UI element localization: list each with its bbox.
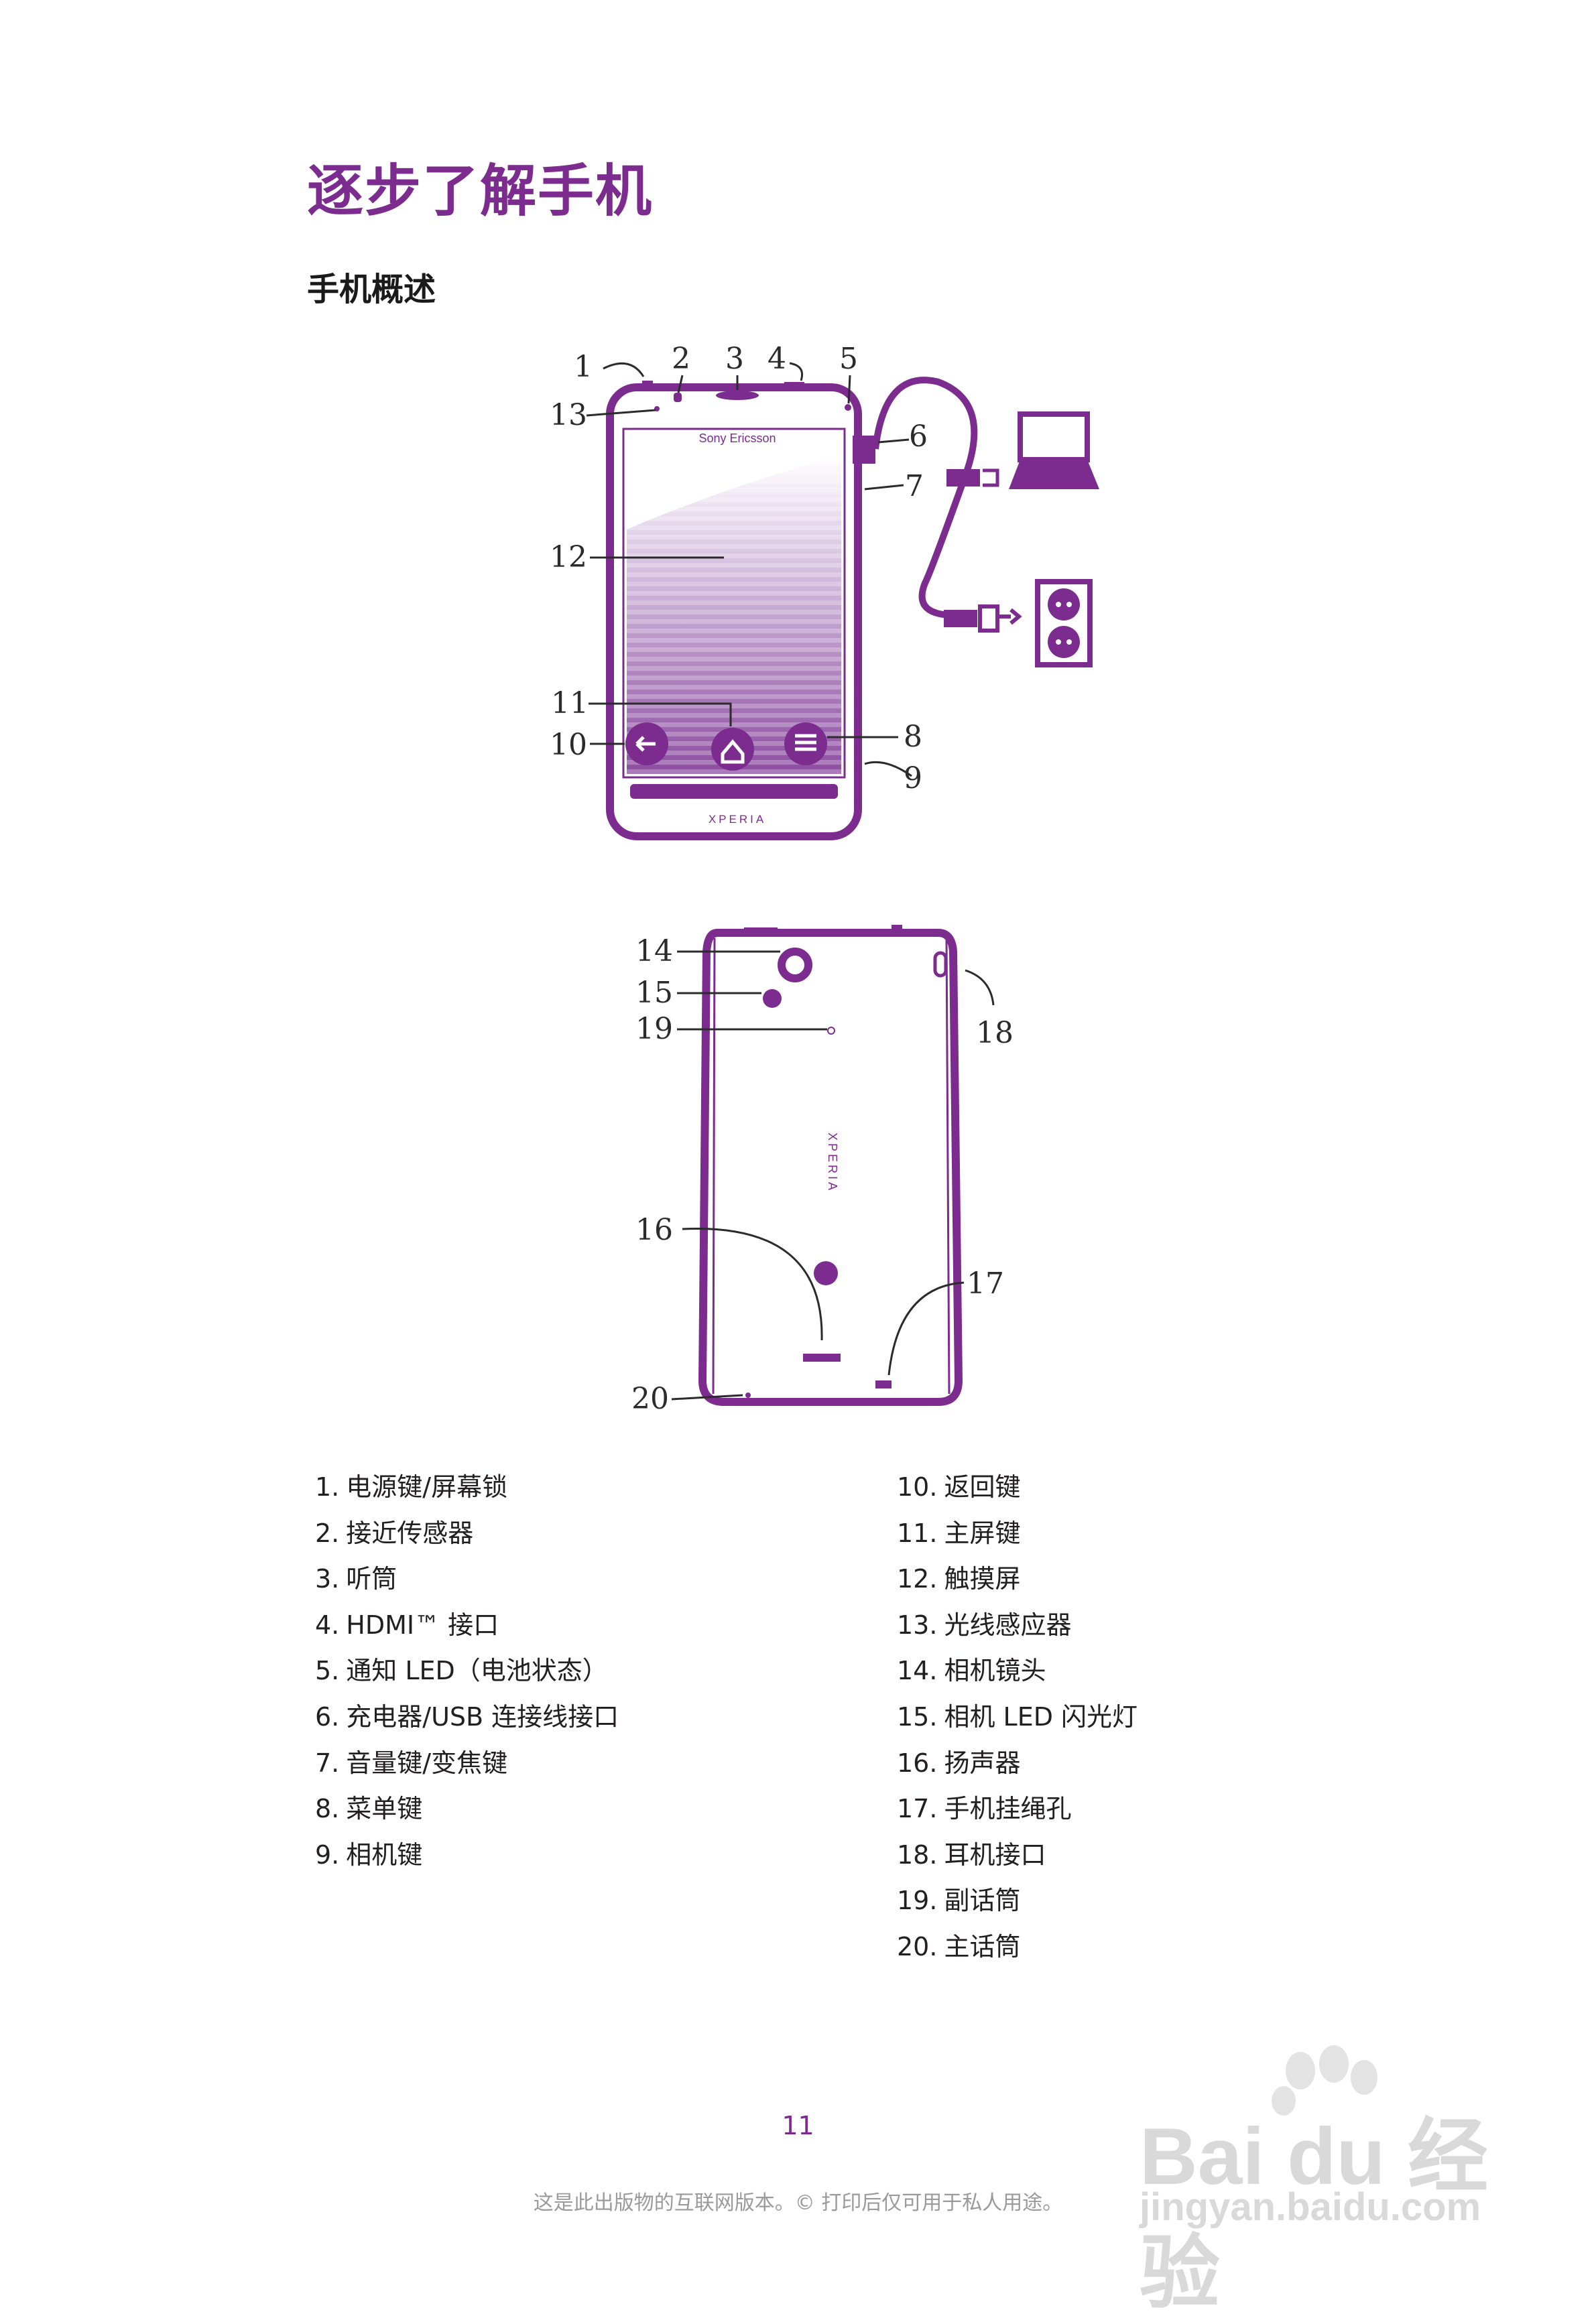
back-key [625, 722, 668, 765]
callout-14: 14 [635, 934, 673, 968]
camera-lens [778, 948, 812, 982]
callout-9: 9 [904, 761, 922, 795]
front-brand-label: Sony Ericsson [698, 432, 776, 445]
notification-led [845, 404, 851, 411]
legend-item: 12.触摸屏 [897, 1564, 1021, 1594]
legend-item: 15.相机 LED 闪光灯 [897, 1701, 1138, 1732]
callout-18: 18 [976, 1016, 1014, 1050]
callout-2: 2 [672, 342, 690, 376]
callout-19: 19 [635, 1012, 673, 1046]
callout-5: 5 [839, 342, 858, 376]
legend-item: 11.主屏键 [897, 1518, 1021, 1548]
paw-icon [1272, 2045, 1377, 2116]
section-heading: 手机概述 [307, 271, 436, 308]
front-model-label: XPERIA [709, 813, 766, 826]
legend-item: 9.相机键 [315, 1839, 423, 1870]
callout-17: 17 [967, 1267, 1004, 1301]
leader-lines-back [671, 950, 995, 1401]
legend-right: 10.返回键 11.主屏键 12.触摸屏 13.光线感应器 14.相机镜头 15… [897, 1464, 1138, 1970]
usb-connector-charger [944, 610, 977, 627]
legend-item: 18.耳机接口 [897, 1839, 1046, 1870]
legend-item: 2.接近传感器 [315, 1518, 474, 1548]
callout-11: 11 [551, 686, 589, 720]
strap-hole [875, 1380, 892, 1389]
laptop-icon [1009, 411, 1099, 489]
brand-logo [814, 1261, 838, 1285]
callout-7: 7 [905, 469, 924, 503]
legend-item: 4.HDMI™ 接口 [315, 1610, 499, 1640]
page-title: 逐步了解手机 [307, 158, 654, 224]
callout-15: 15 [635, 976, 673, 1010]
legend-item: 17.手机挂绳孔 [897, 1794, 1072, 1824]
power-key [642, 381, 653, 390]
phone-back-body [698, 925, 963, 1406]
watermark-url: jingyan.baidu.com [1140, 2185, 1481, 2229]
legend-item: 8.菜单键 [315, 1794, 423, 1824]
phone-back-diagram: XPERIA 14 15 19 18 16 17 20 [631, 925, 1014, 1416]
usb-port [853, 436, 875, 464]
callout-6: 6 [909, 419, 928, 454]
callout-16: 16 [635, 1213, 673, 1247]
hdmi-port [784, 382, 804, 387]
callout-20: 20 [631, 1382, 669, 1416]
legend-item: 1.电源键/屏幕锁 [315, 1472, 508, 1502]
headset-jack [933, 951, 948, 978]
legend-item: 5.通知 LED（电池状态） [315, 1656, 608, 1686]
page-number: 11 [782, 2111, 814, 2140]
camera-flash [763, 989, 782, 1008]
phone-front-body [606, 383, 862, 840]
phone-front-diagram: Sony Ericsson XPERIA [550, 342, 1099, 840]
usb-cable [872, 377, 978, 619]
legend-item: 19.副话筒 [897, 1886, 1021, 1916]
callout-3: 3 [725, 342, 744, 376]
legend-item: 10.返回键 [897, 1472, 1021, 1502]
home-key [711, 728, 754, 771]
legend-item: 13.光线感应器 [897, 1610, 1072, 1640]
wall-socket-icon [1035, 579, 1093, 667]
proximity-sensor [674, 393, 682, 402]
hardware-key-bar [630, 784, 838, 799]
footer-note: 这是此出版物的互联网版本。© 打印后仅可用于私人用途。 [533, 2191, 1063, 2215]
loudspeaker [803, 1354, 841, 1362]
legend-item: 7.音量键/变焦键 [315, 1748, 508, 1778]
secondary-mic [827, 1027, 835, 1035]
ear-speaker [716, 391, 759, 400]
main-mic [745, 1393, 751, 1398]
legend-left: 1.电源键/屏幕锁 2.接近传感器 3.听筒 4.HDMI™ 接口 5.通知 L… [315, 1464, 619, 1878]
callout-1: 1 [574, 350, 593, 384]
legend-item: 20.主话筒 [897, 1931, 1021, 1961]
callout-10: 10 [550, 728, 587, 762]
legend-item: 3.听筒 [315, 1564, 397, 1594]
callout-4: 4 [768, 342, 786, 376]
leader-lines [586, 362, 912, 777]
callout-12: 12 [550, 540, 587, 574]
back-model-label: XPERIA [826, 1133, 839, 1193]
menu-key [784, 722, 827, 765]
callout-8: 8 [904, 720, 922, 754]
legend-item: 16.扬声器 [897, 1748, 1021, 1778]
usb-connector-laptop [946, 469, 980, 487]
callout-13: 13 [550, 398, 587, 432]
legend-item: 6.充电器/USB 连接线接口 [315, 1701, 619, 1732]
legend-item: 14.相机镜头 [897, 1656, 1046, 1686]
baidu-watermark: Bai du 经验 jingyan.baidu.com [1133, 2037, 1508, 2318]
